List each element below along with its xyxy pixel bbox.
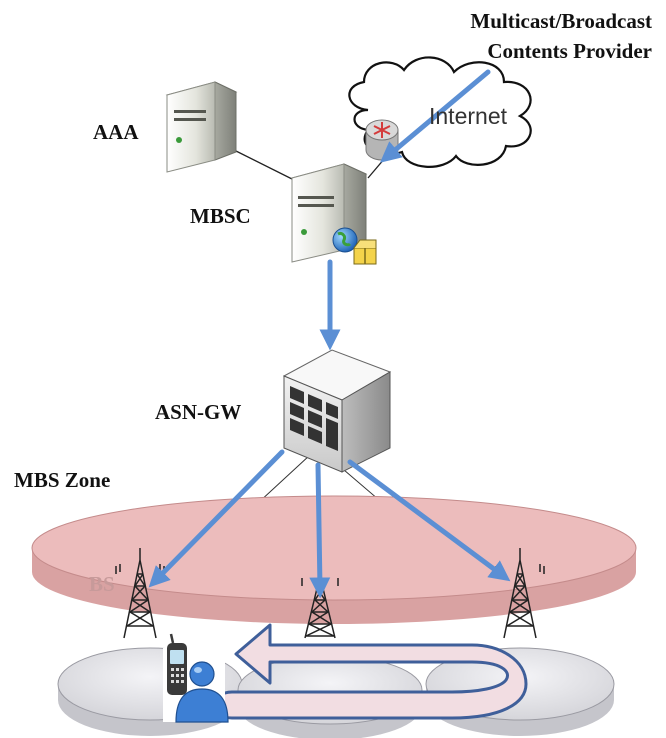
- aaa-mbsc-link: [229, 147, 301, 184]
- asn-gw-icon: [282, 349, 392, 473]
- aaa-server-icon: [165, 81, 238, 173]
- asn-gw-label: ASN-GW: [155, 400, 241, 424]
- mbs-zone-area: [31, 495, 637, 624]
- mobile-user-icon: [163, 633, 229, 723]
- asn-gw-to-bs-middle-arrow: [309, 462, 331, 599]
- internet-label: Internet: [429, 103, 508, 129]
- provider-label-line2: Contents Provider: [487, 39, 652, 63]
- asn-gw-to-bs-right-arrow: [347, 459, 511, 582]
- package-icon: [353, 239, 377, 265]
- asn-gw-to-bs-left-arrow: [148, 449, 285, 588]
- bs-label: BS: [89, 572, 115, 596]
- mbs-zone-label: MBS Zone: [14, 468, 110, 492]
- data-flow-arrows: [148, 69, 511, 599]
- globe-icon: [332, 227, 358, 253]
- provider-to-internet-arrow: [379, 69, 491, 163]
- provider-label-line1: Multicast/Broadcast: [470, 9, 652, 33]
- mbsc-label: MBSC: [190, 204, 251, 228]
- internet-mbsc-link: [367, 157, 386, 179]
- aaa-label: AAA: [93, 120, 139, 144]
